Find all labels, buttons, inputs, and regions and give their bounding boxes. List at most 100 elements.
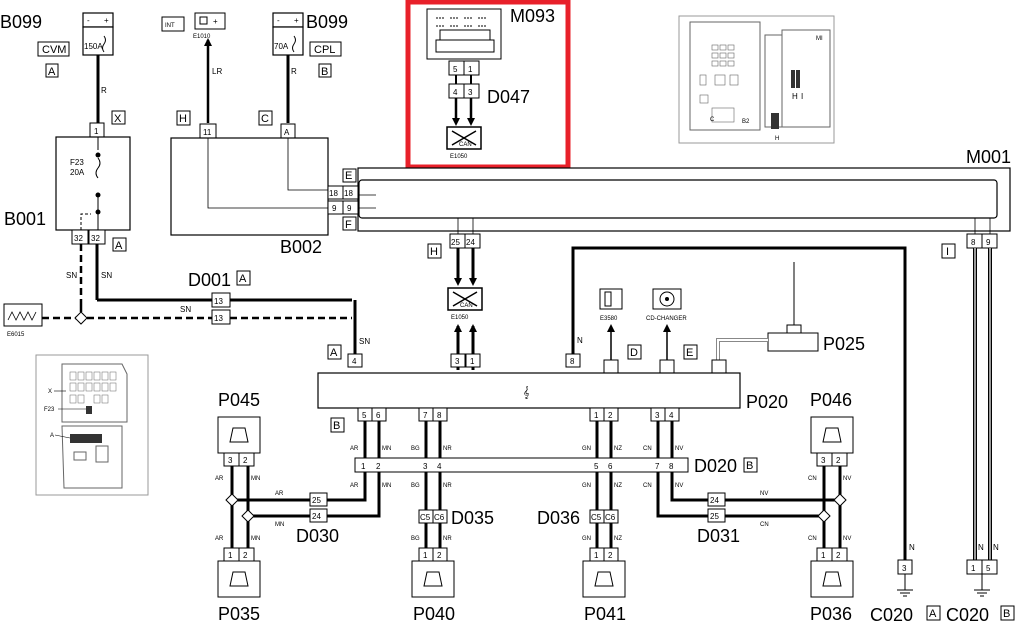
svg-text:NV: NV	[675, 446, 683, 452]
m001-module: M001 E 18 18 9 9 F 25 24 H 8 9 I	[327, 147, 1011, 259]
svg-text:8: 8	[570, 357, 575, 366]
svg-text:8: 8	[971, 238, 976, 247]
svg-text:24: 24	[710, 496, 719, 505]
fuse-code: B099	[0, 12, 42, 32]
svg-text:P046: P046	[810, 390, 852, 410]
svg-text:1: 1	[361, 462, 366, 471]
svg-text:P025: P025	[823, 334, 865, 354]
svg-text:6: 6	[608, 462, 613, 471]
svg-text:3: 3	[821, 456, 826, 465]
svg-text:2: 2	[608, 411, 613, 420]
svg-text:A: A	[115, 240, 123, 252]
svg-text:2: 2	[437, 551, 442, 560]
svg-text:1: 1	[971, 564, 976, 573]
svg-text:-: -	[87, 16, 90, 25]
svg-text:F23: F23	[70, 158, 84, 167]
fuse-tag: A	[48, 66, 56, 78]
b001-label: B001	[4, 209, 46, 229]
svg-text:5: 5	[986, 564, 991, 573]
svg-text:NZ: NZ	[614, 536, 622, 542]
svg-text:2: 2	[836, 456, 841, 465]
svg-text:CD-CHANGER: CD-CHANGER	[646, 316, 687, 322]
svg-text:B: B	[746, 460, 753, 472]
svg-text:AR: AR	[215, 536, 224, 542]
svg-text:7: 7	[655, 462, 660, 471]
fuse-label: CVM	[42, 44, 66, 56]
svg-text:13: 13	[214, 297, 223, 306]
svg-text:3: 3	[423, 462, 428, 471]
d001-connector: D001 A 13 13	[188, 270, 251, 325]
svg-text:I: I	[801, 92, 803, 101]
svg-text:C5: C5	[420, 513, 431, 522]
svg-text:32: 32	[74, 234, 83, 243]
vertical-wires: AR MN BG NR GN NZ CN NV	[350, 421, 683, 458]
svg-text:M001: M001	[966, 147, 1011, 167]
highlight-frame	[405, 0, 571, 170]
svg-text:NV: NV	[675, 483, 683, 489]
svg-text:P040: P040	[413, 604, 455, 624]
svg-text:5: 5	[453, 65, 458, 74]
left-speakers: P045 3 2 AR MN AR MN 1 2 P035	[215, 390, 261, 624]
svg-text:3: 3	[902, 564, 907, 573]
svg-text:11: 11	[203, 128, 212, 137]
svg-text:E1050: E1050	[451, 315, 469, 321]
svg-text:CN: CN	[808, 476, 817, 482]
svg-text:H: H	[775, 136, 779, 142]
svg-text:5: 5	[362, 411, 367, 420]
svg-text:4: 4	[669, 411, 674, 420]
svg-text:R: R	[101, 86, 107, 95]
svg-text:P036: P036	[810, 604, 852, 624]
svg-text:CN: CN	[760, 522, 769, 528]
e6015-lamp: E6015	[3, 303, 43, 338]
svg-text:CAN: CAN	[460, 303, 473, 309]
svg-text:P020: P020	[746, 392, 788, 412]
svg-text:E3580: E3580	[600, 316, 618, 322]
svg-text:E1050: E1050	[450, 154, 468, 160]
svg-text:X: X	[48, 389, 52, 395]
svg-text:INT: INT	[165, 23, 175, 29]
svg-text:3: 3	[228, 456, 233, 465]
fuse-rating: 150A	[84, 42, 103, 51]
svg-text:AR: AR	[215, 476, 224, 482]
cd-changer: CD-CHANGER E	[646, 288, 698, 360]
svg-text:1: 1	[423, 551, 428, 560]
svg-text:H: H	[430, 246, 438, 258]
ground-wire-n: N N 3 C020 A	[571, 246, 941, 625]
svg-text:9: 9	[986, 238, 991, 247]
svg-text:D047: D047	[487, 87, 530, 107]
svg-text:1: 1	[594, 411, 599, 420]
svg-text:+: +	[213, 17, 218, 26]
middle-speakers: 1 2 P040 1 2 P041	[411, 547, 626, 624]
svg-text:B: B	[1003, 608, 1010, 620]
fuse-b099-cvm: -+ 150A B099 CVM A R	[0, 12, 114, 123]
svg-text:CAN: CAN	[459, 142, 472, 148]
svg-text:4: 4	[437, 462, 442, 471]
d020-connector: 1 2 3 4 5 6 7 8 D020 B	[354, 456, 758, 476]
ground-wires-b: N N 1 5 C020 B	[946, 248, 1015, 625]
svg-text:C: C	[710, 117, 715, 123]
svg-text:C020: C020	[946, 605, 989, 625]
svg-text:X: X	[114, 113, 122, 125]
svg-text:8: 8	[437, 411, 442, 420]
svg-text:C: C	[261, 113, 269, 125]
svg-text:D020: D020	[694, 456, 737, 476]
svg-text:A: A	[929, 608, 937, 620]
svg-text:NR: NR	[443, 536, 452, 542]
svg-text:1: 1	[594, 551, 599, 560]
svg-text:B: B	[321, 66, 328, 78]
svg-text:2: 2	[608, 551, 613, 560]
svg-text:N: N	[909, 543, 915, 552]
svg-text:2: 2	[376, 462, 381, 471]
b002-module: 11 A B002	[170, 123, 329, 257]
svg-text:MN: MN	[382, 446, 391, 452]
svg-text:2: 2	[836, 551, 841, 560]
speaker-wiring: AR MN 25 24 AR MN D030 BG NR C5 C6 D035 …	[232, 472, 840, 548]
m093-highlight: M093 5 1 4 3 D047 CAN E1050	[405, 0, 571, 170]
svg-text:LR: LR	[212, 67, 222, 76]
svg-text:CPL: CPL	[314, 44, 335, 56]
svg-text:9: 9	[347, 204, 352, 213]
svg-text:AR: AR	[350, 483, 359, 489]
svg-text:2: 2	[243, 456, 248, 465]
svg-text:N: N	[577, 336, 583, 345]
svg-text:C6: C6	[605, 513, 616, 522]
